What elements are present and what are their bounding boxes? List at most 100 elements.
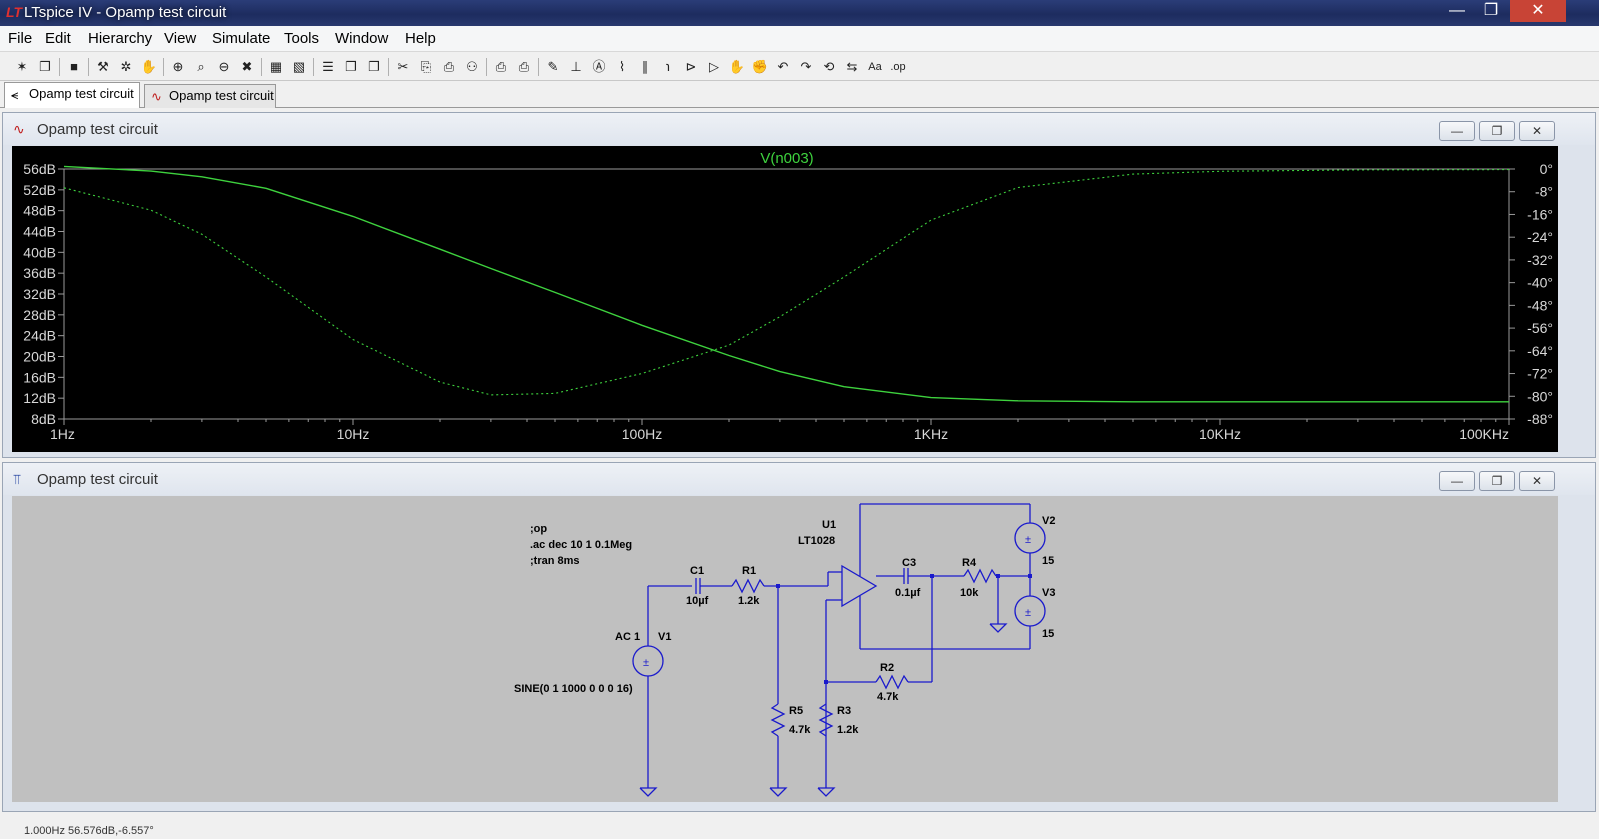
save-icon[interactable]: ■ (70, 59, 78, 74)
r1-value[interactable]: 1.2k (738, 595, 760, 607)
label-net-icon[interactable]: Ⓐ (592, 59, 606, 74)
y-left-tick-label: 56dB (23, 161, 56, 177)
minimize-button[interactable]: — (1449, 2, 1465, 19)
r2-symbol[interactable] (875, 674, 909, 690)
open-icon[interactable]: ❐ (39, 59, 51, 74)
c3-value[interactable]: 0.1µf (895, 587, 921, 599)
pane-close-button[interactable]: ✕ (1519, 121, 1555, 141)
u1-value[interactable]: LT1028 (798, 535, 835, 547)
menu-tools[interactable]: Tools (284, 30, 320, 47)
menu-view[interactable]: View (164, 30, 197, 47)
redo-icon[interactable]: ↷ (800, 59, 812, 74)
magnitude-trace[interactable] (63, 165, 1509, 403)
run-icon[interactable]: ✲ (120, 59, 132, 74)
menu-simulate[interactable]: Simulate (212, 30, 271, 47)
v3-value[interactable]: 15 (1042, 628, 1054, 640)
menu-help[interactable]: Help (405, 30, 436, 47)
r5-name[interactable]: R5 (789, 705, 803, 717)
plot-settings-icon[interactable]: ▧ (292, 59, 306, 74)
directive-ac[interactable]: .ac dec 10 1 0.1Meg (530, 539, 632, 551)
rotate-icon[interactable]: ⟲ (823, 59, 835, 74)
waveform-plot[interactable]: V(n003) 56dB52dB48dB44dB40dB36dB32dB28dB… (12, 146, 1558, 452)
r5-symbol[interactable] (770, 703, 786, 737)
plot-background (12, 146, 1558, 452)
directive-tran[interactable]: ;tran 8ms (530, 555, 580, 567)
r4-value[interactable]: 10k (960, 587, 979, 599)
cut-icon[interactable]: ✂ (397, 59, 409, 74)
v3-name[interactable]: V3 (1042, 587, 1055, 599)
c3-name[interactable]: C3 (902, 557, 916, 569)
menu-edit[interactable]: Edit (45, 30, 71, 47)
inductor-icon[interactable]: ℩ (665, 59, 671, 74)
r3-symbol[interactable] (818, 703, 834, 737)
zoom-fit-icon[interactable]: ✖ (241, 59, 253, 74)
zoom-out-icon[interactable]: ⊖ (218, 59, 230, 74)
close-button[interactable]: ✕ (1510, 0, 1566, 22)
paste-icon[interactable]: ⎙ (443, 59, 455, 74)
tab-waveform[interactable]: ∿ Opamp test circuit (144, 84, 276, 108)
tab-bar: ⪪ Opamp test circuit ∿ Opamp test circui… (0, 82, 1599, 108)
v2-name[interactable]: V2 (1042, 515, 1055, 527)
pane-maximize-button[interactable]: ❐ (1479, 121, 1515, 141)
phase-trace[interactable] (63, 169, 1510, 396)
r4-symbol[interactable] (963, 568, 997, 584)
r4-name[interactable]: R4 (962, 557, 977, 569)
v1-name[interactable]: V1 (658, 631, 671, 643)
diode-icon[interactable]: ⊳ (685, 59, 697, 74)
c1-name[interactable]: C1 (690, 565, 704, 577)
pane-maximize-button[interactable]: ❐ (1479, 471, 1515, 491)
print-preview-icon[interactable]: ⎙ (495, 59, 507, 74)
tab-schematic[interactable]: ⪪ Opamp test circuit (4, 82, 140, 108)
plot-trace-title[interactable]: V(n003) (760, 150, 813, 167)
r1-symbol[interactable] (731, 578, 765, 594)
c1-value[interactable]: 10µf (686, 595, 709, 607)
print-icon[interactable]: ⎙ (518, 59, 530, 74)
restore-button[interactable]: ❐ (1483, 2, 1499, 19)
zoom-area-icon[interactable]: ⌕ (197, 59, 205, 74)
svg-text:±: ± (1025, 534, 1031, 546)
y-left-tick-label: 44dB (23, 224, 56, 240)
autorange-icon[interactable]: ▦ (269, 59, 283, 74)
control-panel-icon[interactable]: ⚒ (97, 59, 109, 74)
r3-value[interactable]: 1.2k (837, 724, 859, 736)
r1-name[interactable]: R1 (742, 565, 756, 577)
pane-minimize-button[interactable]: — (1439, 121, 1475, 141)
mirror-icon[interactable]: ⇆ (846, 59, 858, 74)
r2-value[interactable]: 4.7k (877, 691, 899, 703)
zoom-in-icon[interactable]: ⊕ (172, 59, 184, 74)
v1-value[interactable]: SINE(0 1 1000 0 0 0 16) (514, 683, 633, 695)
move-icon[interactable]: ✋ (728, 59, 746, 74)
undo-icon[interactable]: ↶ (777, 59, 789, 74)
spice-directive-icon[interactable]: .op (890, 61, 906, 73)
menu-file[interactable]: File (8, 30, 33, 47)
v2-value[interactable]: 15 (1042, 555, 1054, 567)
pane-minimize-button[interactable]: — (1439, 471, 1475, 491)
halt-icon[interactable]: ✋ (140, 59, 158, 74)
u1-name[interactable]: U1 (822, 519, 836, 531)
find-icon[interactable]: ⚇ (466, 59, 478, 74)
tile-horizontal-icon[interactable]: ☰ (322, 59, 334, 74)
resistor-icon[interactable]: ⌇ (618, 59, 626, 74)
menu-window[interactable]: Window (335, 30, 389, 47)
menu-hierarchy[interactable]: Hierarchy (88, 30, 153, 47)
r2-name[interactable]: R2 (880, 662, 894, 674)
x-tick-label: 1KHz (914, 426, 948, 442)
wire-icon[interactable]: ✎ (547, 59, 559, 74)
tile-icon[interactable]: ❐ (368, 59, 380, 74)
new-schematic-icon[interactable]: ✶ (16, 59, 28, 74)
drag-icon[interactable]: ✊ (751, 59, 769, 74)
component-icon[interactable]: ▷ (709, 59, 719, 74)
r5-value[interactable]: 4.7k (789, 724, 811, 736)
schematic-canvas[interactable]: ;op .ac dec 10 1 0.1Meg ;tran 8ms (12, 496, 1558, 802)
capacitor-icon[interactable]: ∥ (641, 59, 649, 74)
u1-symbol[interactable] (841, 564, 878, 608)
r3-name[interactable]: R3 (837, 705, 851, 717)
text-icon[interactable]: Aa (868, 61, 882, 73)
y-left-tick-label: 48dB (23, 203, 56, 219)
cascade-icon[interactable]: ❐ (345, 59, 357, 74)
directive-op[interactable]: ;op (530, 523, 547, 535)
copy-icon[interactable]: ⎘ (420, 59, 432, 74)
ground-icon[interactable]: ⊥ (570, 59, 582, 74)
pane-close-button[interactable]: ✕ (1519, 471, 1555, 491)
v1-ac-label[interactable]: AC 1 (615, 631, 640, 643)
